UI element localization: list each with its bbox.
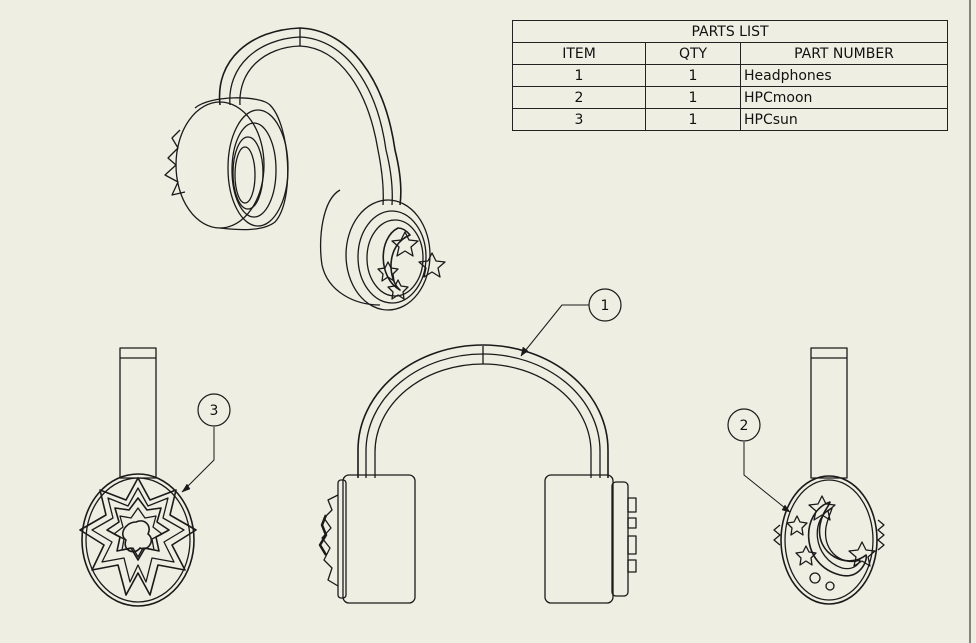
front-right-earcup <box>544 474 637 604</box>
parts-list-title: PARTS LIST <box>512 20 948 43</box>
header-part-number: PART NUMBER <box>740 42 948 65</box>
cell-part-number: HPCmoon <box>740 86 948 109</box>
table-row: 3 1 HPCsun <box>512 108 948 131</box>
balloon-2: 2 <box>727 408 761 442</box>
cell-qty: 1 <box>645 108 741 131</box>
cell-item: 2 <box>512 86 646 109</box>
cell-part-number: Headphones <box>740 64 948 87</box>
right-side-view <box>743 347 885 605</box>
isometric-view <box>164 27 446 311</box>
left-side-view <box>79 347 215 607</box>
cell-part-number: HPCsun <box>740 108 948 131</box>
header-item: ITEM <box>512 42 646 65</box>
balloon-1: 1 <box>588 288 622 322</box>
table-row: 1 1 Headphones <box>512 64 948 87</box>
iso-left-earcup <box>164 97 289 231</box>
cell-qty: 1 <box>645 64 741 87</box>
front-view <box>318 304 637 604</box>
table-row: 2 1 HPCmoon <box>512 86 948 109</box>
balloon-2-label: 2 <box>740 418 749 434</box>
cell-qty: 1 <box>645 86 741 109</box>
balloon-3: 3 <box>197 393 231 427</box>
parts-list-table: PARTS LIST ITEM QTY PART NUMBER 1 1 Head… <box>512 20 948 131</box>
cell-item: 3 <box>512 108 646 131</box>
front-left-earcup <box>318 474 416 604</box>
cell-item: 1 <box>512 64 646 87</box>
balloon-3-label: 3 <box>210 403 219 419</box>
iso-right-earcup <box>319 189 446 311</box>
header-qty: QTY <box>645 42 741 65</box>
balloon-1-label: 1 <box>601 298 610 314</box>
